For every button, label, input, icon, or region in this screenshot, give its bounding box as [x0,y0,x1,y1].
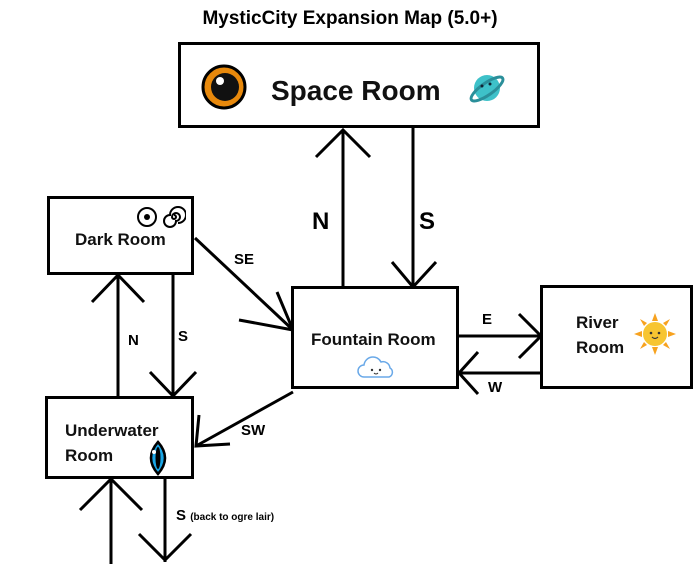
sun-icon [634,313,676,355]
dir-label-dark-to-fountain: SE [234,251,255,268]
cat-eye-icon [149,440,167,476]
space-room-label: Space Room [271,75,441,106]
arrow-dark-to-fountain [193,236,295,332]
river-room-label-line1: River [576,313,619,332]
eye-icon [201,64,247,110]
dir-label-underwater-to-dark: N [128,332,139,349]
dir-label-dark-to-underwater: S [178,328,189,345]
target-icon [137,207,157,227]
cloud-icon [357,356,394,378]
underwater-room-box: Underwater Room [45,396,194,479]
dark-room-box: Dark Room [47,196,194,275]
planet-icon [469,75,505,103]
dark-room-label: Dark Room [75,230,166,249]
river-room-box: River Room [540,285,693,389]
dir-label-space-to-fountain: S [419,208,436,235]
space-room-box: Space Room [178,42,540,128]
underwater-room-label-line1: Underwater [65,421,159,440]
fountain-room-box: Fountain Room [291,286,459,389]
map-title: MysticCity Expansion Map (5.0+) [202,8,498,29]
underwater-room-label-line2: Room [65,446,114,465]
arrow-fountain-to-underwater [195,390,294,448]
underwater-exit-direction: S [176,507,187,524]
fountain-room-label: Fountain Room [311,330,436,349]
dir-label-fountain-to-river: E [482,311,493,328]
dir-label-underwater-exit: S (back to ogre lair) [176,507,274,524]
spiral-icon [163,206,186,228]
dir-label-fountain-to-underwater: SW [241,422,266,439]
river-room-label-line2: Room [576,338,625,357]
underwater-exit-note: (back to ogre lair) [190,512,275,523]
dir-label-fountain-to-space: N [312,208,330,235]
dir-label-river-to-fountain: W [488,379,503,396]
